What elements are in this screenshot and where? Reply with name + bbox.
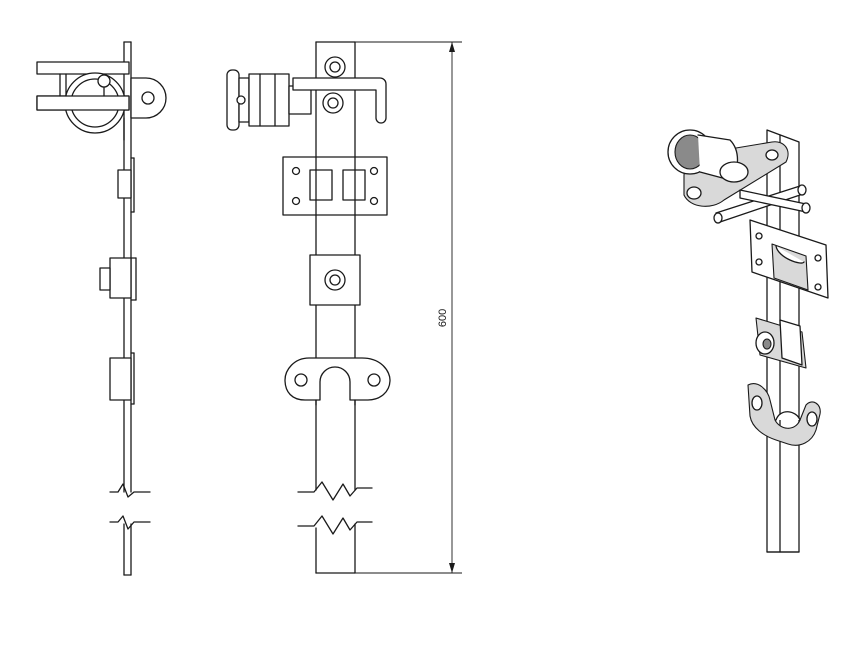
iso-guide-pin — [755, 317, 807, 369]
iso-keeper-plate — [749, 219, 829, 299]
side-guide-2 — [109, 257, 132, 299]
front-strike-plate — [284, 357, 391, 406]
front-break-bottom — [297, 515, 373, 535]
side-guide-3 — [109, 357, 132, 401]
side-break-bottom — [109, 515, 151, 530]
front-view: 600 — [226, 41, 462, 574]
dimension-600: 600 — [355, 41, 462, 574]
front-guide-block — [309, 254, 361, 306]
isometric-view — [667, 129, 829, 553]
iso-cam-lock — [667, 129, 811, 224]
side-guide-1 — [117, 169, 132, 199]
front-break-top — [297, 481, 373, 501]
side-view — [36, 41, 167, 576]
side-break-top — [109, 483, 151, 498]
front-keeper-plate — [282, 156, 388, 216]
dimension-label: 600 — [437, 309, 449, 327]
front-cam-lock — [226, 69, 387, 131]
iso-strike-hook — [747, 383, 821, 446]
side-lock-assembly — [36, 61, 167, 141]
